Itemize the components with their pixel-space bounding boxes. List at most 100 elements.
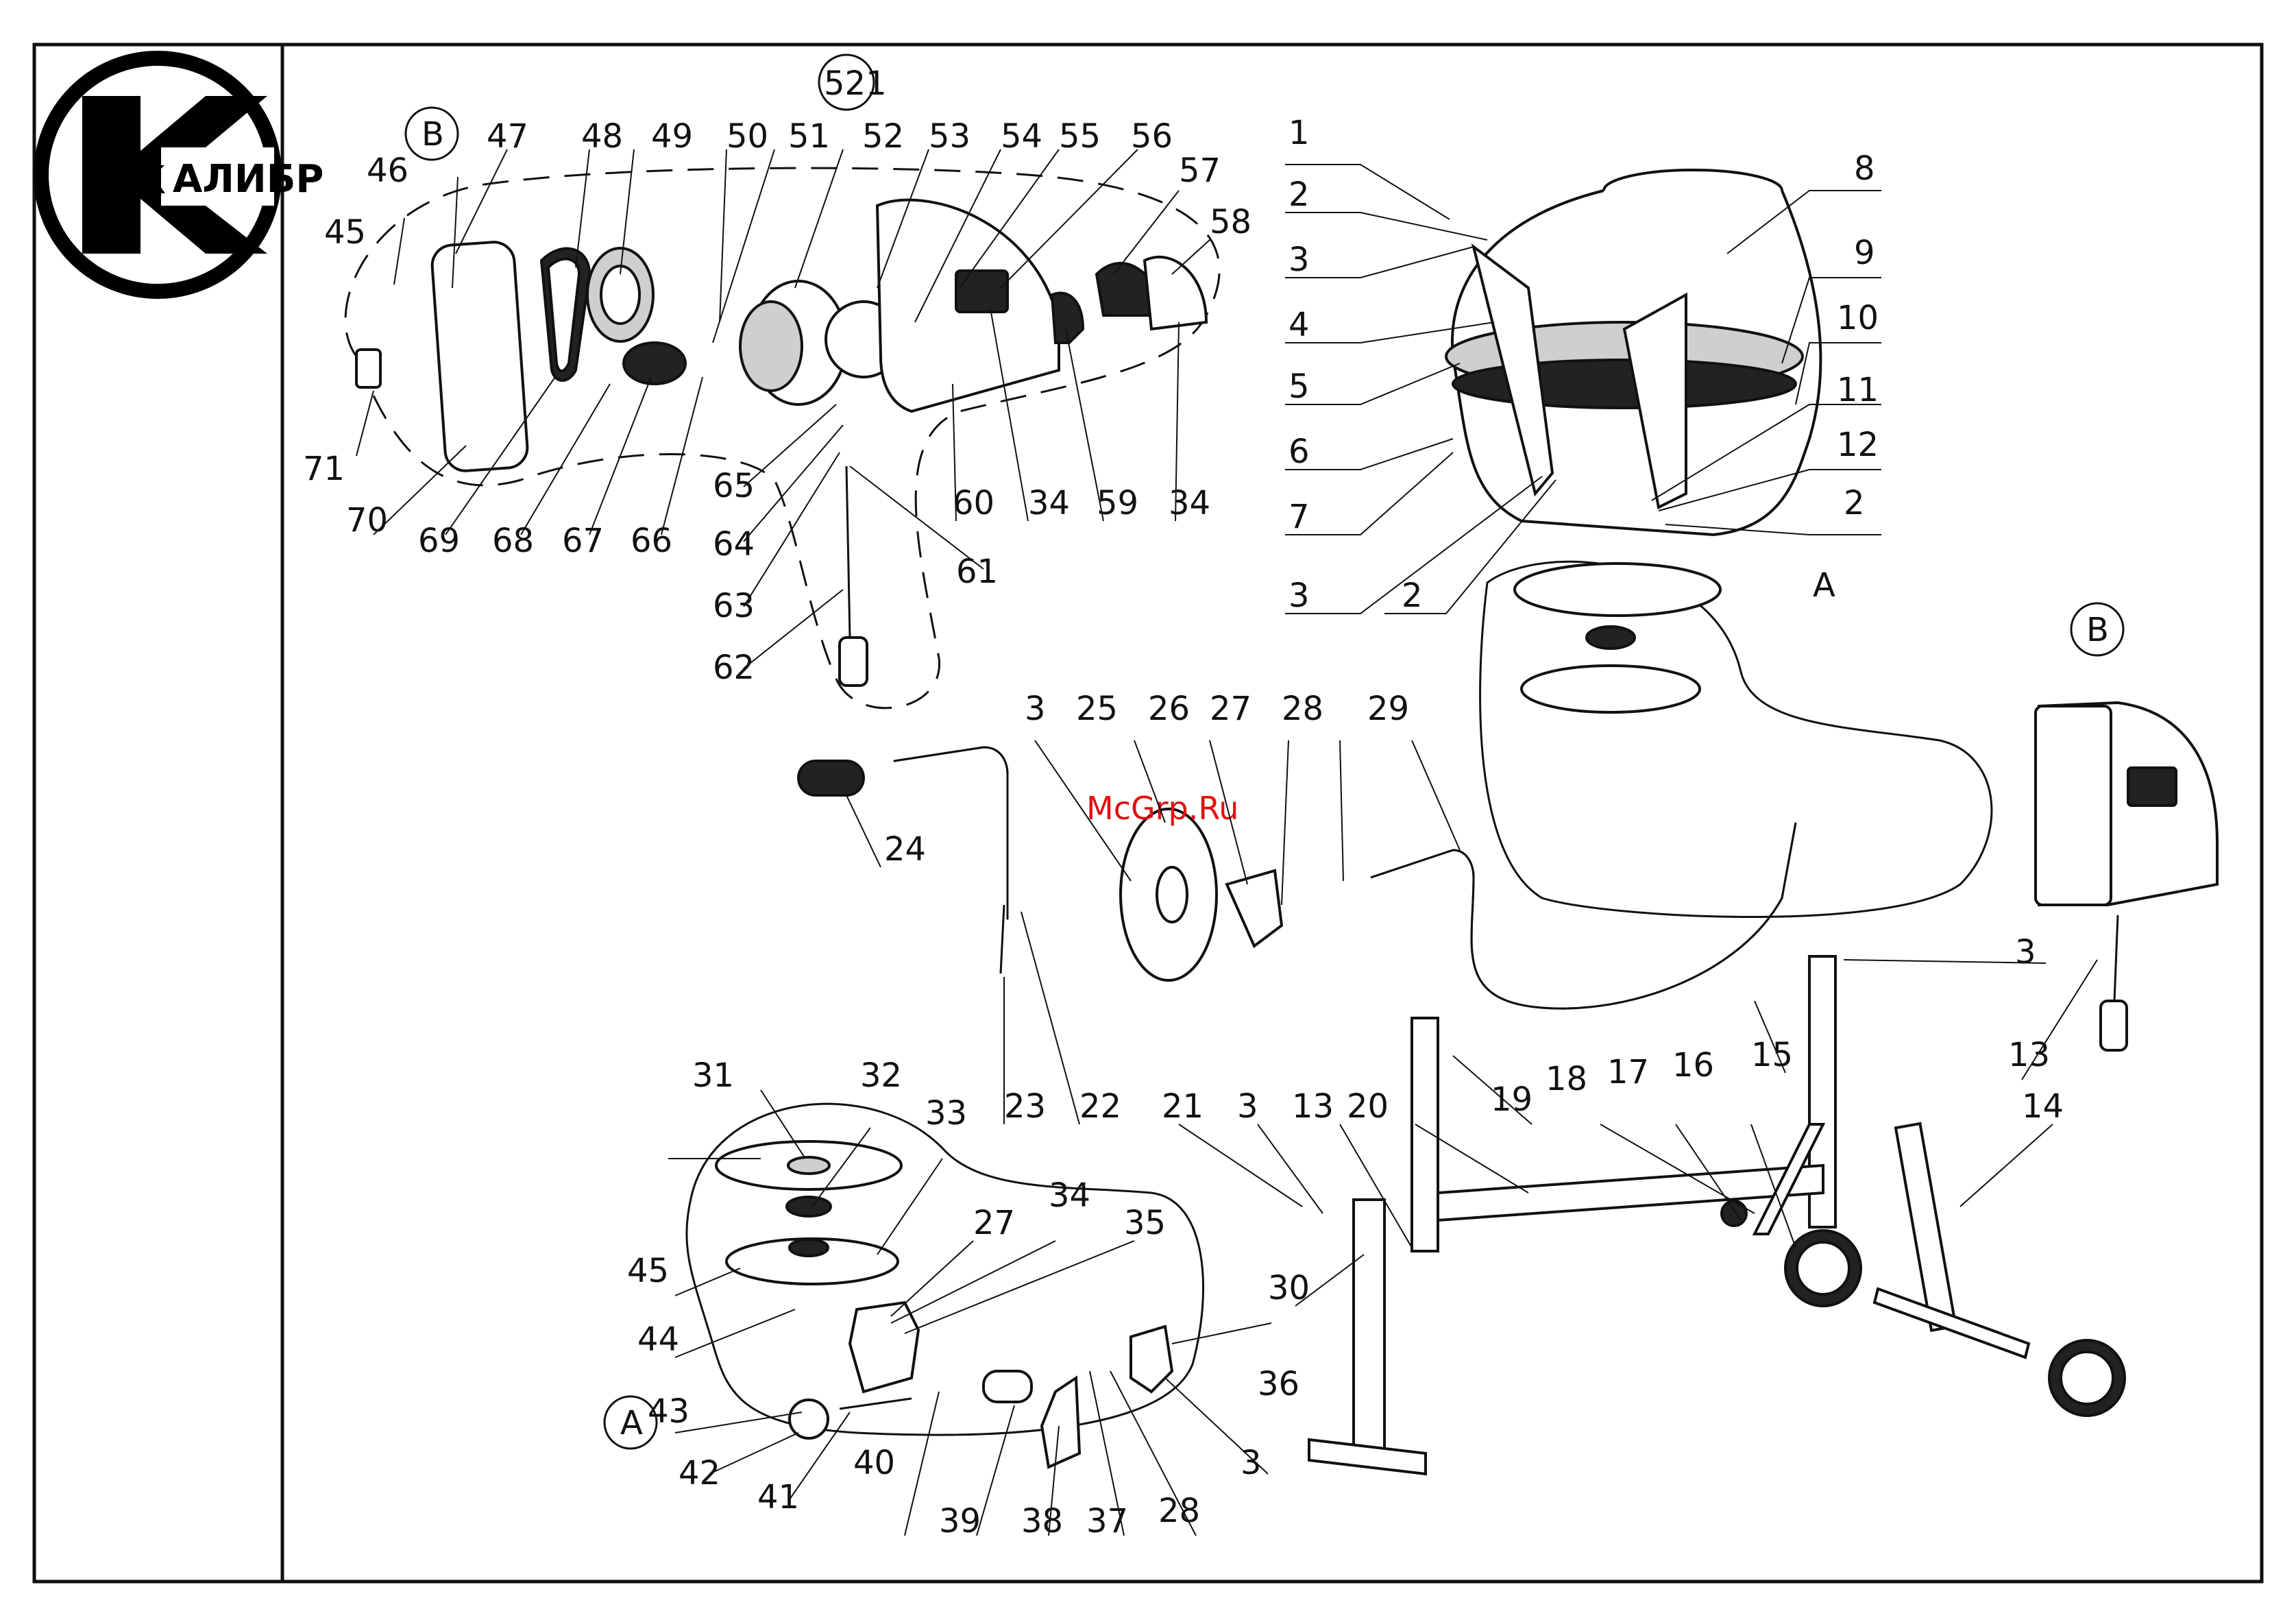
bearing-32 xyxy=(787,1197,831,1216)
callout-46: 46 xyxy=(367,152,408,190)
callout-3: 3 xyxy=(1237,1087,1258,1126)
lock-bracket xyxy=(1227,871,1282,946)
callout-7: 7 xyxy=(1289,498,1310,536)
bracket-36 xyxy=(1131,1327,1172,1392)
wheel-rear-rim xyxy=(2061,1352,2113,1404)
flange-31-hub xyxy=(788,1157,829,1174)
callout-55: 55 xyxy=(1059,117,1101,156)
callout-31: 31 xyxy=(692,1056,734,1095)
callout-34: 34 xyxy=(1169,484,1210,522)
callout-14: 14 xyxy=(2022,1087,2064,1126)
callout-38: 38 xyxy=(1021,1502,1063,1540)
callout-35: 35 xyxy=(1124,1204,1166,1242)
callout-24: 24 xyxy=(884,830,926,869)
callout-3: 3 xyxy=(1289,241,1310,279)
callout-65: 65 xyxy=(713,467,755,505)
callout-45: 45 xyxy=(324,213,366,252)
leg-30 xyxy=(1354,1200,1384,1453)
callout-11: 11 xyxy=(1837,371,1879,409)
callout-33: 33 xyxy=(925,1094,967,1133)
control-box-B xyxy=(2036,703,2217,1050)
callout-56: 56 xyxy=(1131,117,1173,156)
power-cord xyxy=(846,466,850,638)
callout-19: 19 xyxy=(1491,1080,1532,1119)
callout-61: 61 xyxy=(956,553,998,591)
bearing-top xyxy=(1587,627,1635,649)
callout-47: 47 xyxy=(487,117,528,156)
lever-38 xyxy=(1042,1378,1079,1467)
callout-53: 53 xyxy=(929,117,970,156)
callout-10: 10 xyxy=(1837,299,1879,337)
callout-41: 41 xyxy=(757,1478,799,1516)
callout-70: 70 xyxy=(346,501,388,540)
callout-34: 34 xyxy=(1028,484,1070,522)
large-pulley-hub xyxy=(601,266,639,324)
leader-lines xyxy=(356,149,2097,1536)
callout-B: B xyxy=(2086,611,2109,649)
callout-521: 521 xyxy=(824,64,887,103)
switch-cap xyxy=(1145,257,1206,329)
callout-8: 8 xyxy=(1854,149,1875,188)
power-plug xyxy=(840,638,867,686)
callout-52: 52 xyxy=(862,117,904,156)
callout-3: 3 xyxy=(1289,577,1310,615)
bearing-housing-35 xyxy=(850,1303,918,1392)
wheel-16-rim xyxy=(1797,1242,1849,1294)
support-arm-29 xyxy=(1371,823,1796,1008)
motor-assembly xyxy=(345,168,1219,708)
callout-22: 22 xyxy=(1079,1087,1121,1126)
callout-2: 2 xyxy=(1402,577,1423,615)
spring-23 xyxy=(1001,905,1004,973)
callout-58: 58 xyxy=(1210,203,1251,241)
callout-27: 27 xyxy=(973,1204,1015,1242)
callout-66: 66 xyxy=(631,522,672,560)
callout-44: 44 xyxy=(637,1320,679,1359)
control-switch xyxy=(2128,768,2176,806)
drive-pulley xyxy=(624,343,685,384)
callout-26: 26 xyxy=(1148,690,1190,728)
control-plug xyxy=(2101,1001,2127,1050)
logo-letter: К xyxy=(134,158,166,203)
callout-6: 6 xyxy=(1289,433,1310,471)
callout-50: 50 xyxy=(726,117,768,156)
callout-3: 3 xyxy=(2015,933,2036,971)
support-arm-fill xyxy=(1371,823,1796,1008)
pin-41 xyxy=(840,1399,912,1409)
callout-48: 48 xyxy=(581,117,623,156)
callout-15: 15 xyxy=(1751,1036,1793,1074)
callout-45: 45 xyxy=(627,1252,669,1290)
callout-21: 21 xyxy=(1162,1087,1204,1126)
callout-28: 28 xyxy=(1158,1492,1200,1530)
logo-text: АЛИБР xyxy=(173,157,323,202)
left-upright xyxy=(1412,1018,1438,1251)
flange-33-hub xyxy=(790,1239,828,1256)
callout-63: 63 xyxy=(713,587,755,625)
callout-30: 30 xyxy=(1268,1269,1310,1307)
callout-68: 68 xyxy=(492,522,534,560)
switch-block xyxy=(956,271,1007,312)
callout-B: B xyxy=(422,115,444,154)
callout-13: 13 xyxy=(1292,1087,1334,1126)
callout-9: 9 xyxy=(1854,234,1875,272)
callout-3: 3 xyxy=(1025,690,1046,728)
callout-51: 51 xyxy=(788,117,830,156)
callout-43: 43 xyxy=(648,1392,689,1431)
handle-grip xyxy=(798,761,864,795)
callout-A: A xyxy=(620,1404,643,1442)
callout-67: 67 xyxy=(562,522,604,560)
callout-4: 4 xyxy=(1289,306,1310,344)
group-A-outline xyxy=(1480,561,1992,917)
callout-49: 49 xyxy=(651,117,693,156)
callout-62: 62 xyxy=(713,649,755,687)
callout-37: 37 xyxy=(1086,1502,1128,1540)
callout-59: 59 xyxy=(1097,484,1138,522)
callout-13: 13 xyxy=(2008,1036,2050,1074)
flange-upper xyxy=(1515,564,1720,616)
grommet-71 xyxy=(356,350,380,387)
callout-42: 42 xyxy=(679,1454,720,1492)
callout-34: 34 xyxy=(1049,1176,1090,1215)
gear-plate-hub xyxy=(1157,867,1187,922)
drum-assembly xyxy=(1446,170,1992,917)
bushing-39 xyxy=(984,1371,1031,1402)
wheel-nut-17 xyxy=(1722,1201,1746,1226)
